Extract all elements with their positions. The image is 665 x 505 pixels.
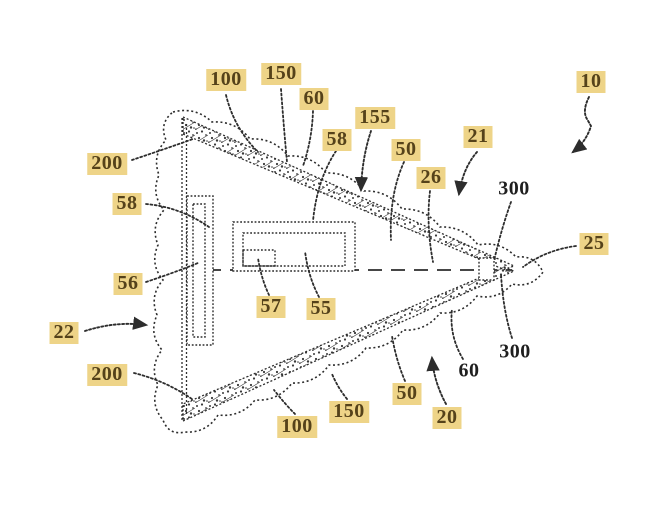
triangle-shell bbox=[181, 115, 516, 423]
apex-block bbox=[478, 257, 495, 281]
ref-label-26: 26 bbox=[416, 167, 446, 189]
ref-label-300-bottom: 300 bbox=[499, 340, 531, 363]
leader-50-bottom bbox=[391, 335, 406, 382]
leader-200-bottom-left bbox=[133, 372, 193, 400]
leader-100-bottom bbox=[273, 389, 296, 415]
left-slot-outer-rect bbox=[186, 195, 214, 346]
ref-label-10: 10 bbox=[576, 71, 606, 93]
leader-55 bbox=[304, 250, 320, 298]
ref-label-100-bottom: 100 bbox=[277, 416, 317, 438]
ref-label-58-left: 58 bbox=[112, 193, 142, 215]
leader-150-top bbox=[280, 88, 288, 163]
ref-label-300-top: 300 bbox=[498, 177, 530, 200]
leader-60-top bbox=[302, 110, 314, 167]
left-slot-inner-rect bbox=[192, 203, 206, 338]
ref-label-100-top: 100 bbox=[206, 69, 246, 91]
leader-300-bottom bbox=[500, 273, 513, 339]
ref-label-25: 25 bbox=[579, 233, 609, 255]
arrow-10 bbox=[571, 96, 593, 154]
leader-57 bbox=[257, 257, 270, 296]
leader-60-bottom bbox=[450, 308, 464, 360]
ref-label-55: 55 bbox=[306, 298, 336, 320]
ref-label-57: 57 bbox=[256, 296, 286, 318]
ref-label-200-top-left: 200 bbox=[87, 153, 127, 175]
center-module-outer-rect bbox=[232, 221, 356, 272]
ref-label-60-top: 60 bbox=[299, 88, 329, 110]
ref-label-60-bottom: 60 bbox=[458, 359, 480, 382]
ref-label-200-bottom-left: 200 bbox=[87, 364, 127, 386]
leader-56 bbox=[145, 262, 199, 283]
arrow-155 bbox=[354, 130, 372, 193]
ref-label-20: 20 bbox=[432, 407, 462, 429]
leader-26 bbox=[427, 190, 434, 263]
leader-58-left bbox=[145, 203, 210, 228]
leader-25 bbox=[522, 245, 577, 268]
leader-200-top-left bbox=[131, 138, 194, 161]
arrow-pointers bbox=[84, 96, 593, 405]
ref-label-150-bottom: 150 bbox=[329, 401, 369, 423]
leader-lines bbox=[131, 88, 577, 415]
ref-label-56: 56 bbox=[113, 273, 143, 295]
ref-label-21: 21 bbox=[463, 126, 493, 148]
arrow-22 bbox=[84, 316, 149, 332]
ref-label-58-top: 58 bbox=[322, 129, 352, 151]
bottom-shell-band bbox=[182, 266, 516, 423]
center-module-small-rect bbox=[242, 249, 276, 267]
leader-58-top bbox=[312, 150, 337, 222]
ref-label-50-top: 50 bbox=[391, 139, 421, 161]
arrow-20 bbox=[426, 355, 447, 405]
leader-50-top bbox=[389, 161, 405, 241]
leader-100-top bbox=[225, 94, 259, 153]
ref-label-150-top: 150 bbox=[261, 63, 301, 85]
leader-150-bottom bbox=[331, 373, 348, 400]
leader-300-top bbox=[493, 201, 512, 262]
ref-label-50-bottom: 50 bbox=[392, 383, 422, 405]
ref-label-155: 155 bbox=[355, 107, 395, 129]
ref-label-22: 22 bbox=[49, 322, 79, 344]
arrow-21 bbox=[454, 151, 478, 197]
